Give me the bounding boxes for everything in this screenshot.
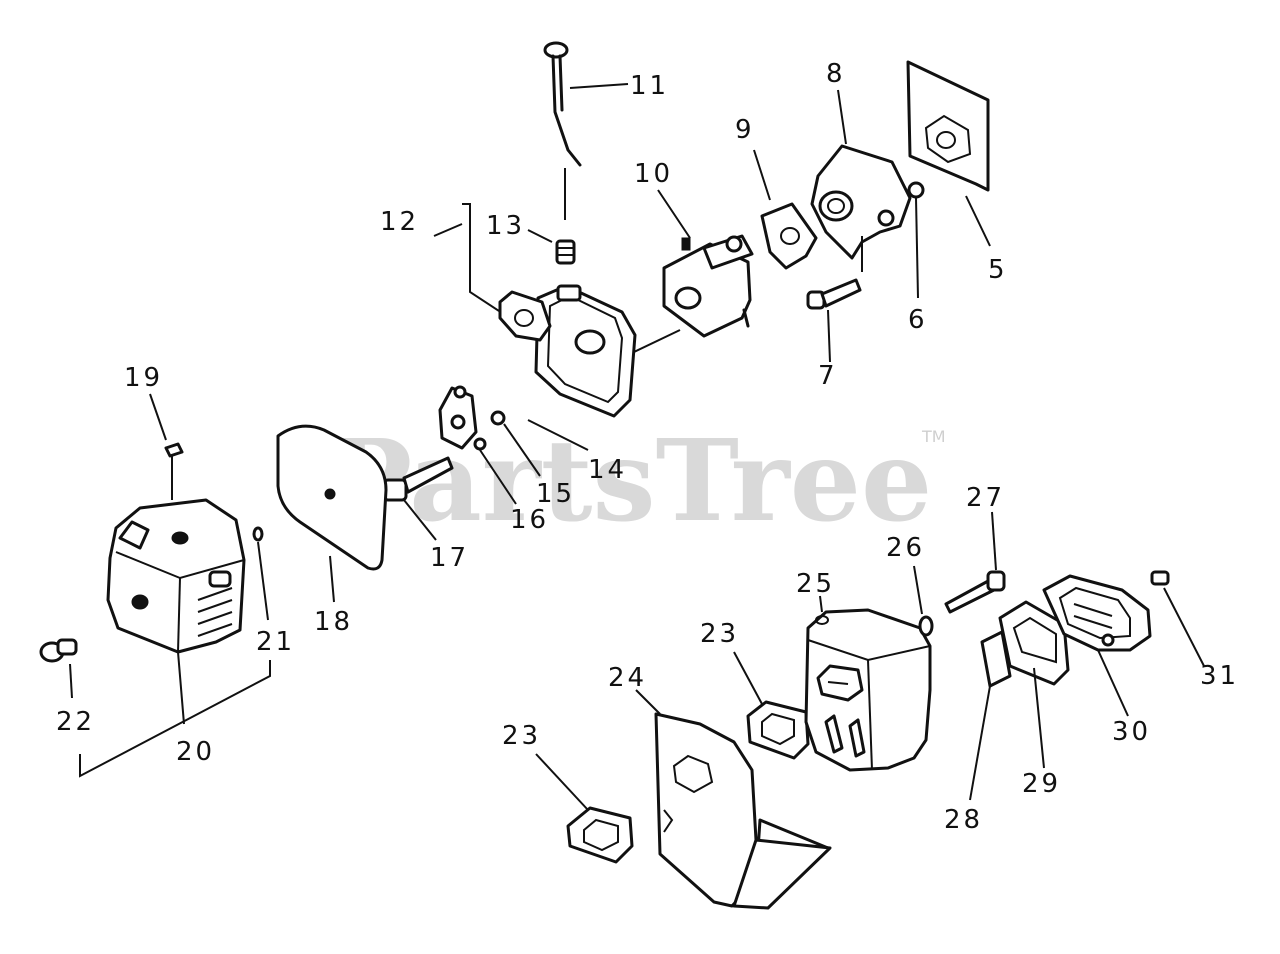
callout-23-lower: 23 <box>502 721 541 751</box>
part-16-baffle <box>438 385 517 505</box>
part-26-washer <box>913 565 934 637</box>
callout-6: 6 <box>908 305 928 335</box>
callout-7: 7 <box>818 361 838 391</box>
part-8-insulator <box>810 89 912 272</box>
callout-8: 8 <box>826 59 846 89</box>
callout-30: 30 <box>1112 717 1151 747</box>
callout-15: 15 <box>536 479 575 509</box>
callout-22: 22 <box>56 707 95 737</box>
part-21-ring <box>252 526 269 621</box>
callout-9: 9 <box>735 115 755 145</box>
callout-28: 28 <box>944 805 983 835</box>
callout-13: 13 <box>486 211 525 241</box>
watermark-trademark: TM <box>921 427 946 446</box>
part-28-plate <box>969 630 1012 801</box>
part-6-washer <box>907 181 925 299</box>
part-29-gasket <box>998 600 1070 769</box>
part-25-muffler <box>804 595 932 772</box>
callout-17: 17 <box>430 543 469 573</box>
part-19-pin <box>149 393 184 500</box>
part-23-gasket-upper <box>733 651 810 760</box>
callout-11: 11 <box>630 71 669 101</box>
callout-29: 29 <box>1022 769 1061 799</box>
callout-21: 21 <box>256 627 295 657</box>
callout-5: 5 <box>988 255 1008 285</box>
callout-14: 14 <box>588 455 627 485</box>
part-23-gasket-lower <box>535 753 634 864</box>
part-15-ring <box>490 410 541 477</box>
part-14-gasket <box>498 290 589 451</box>
part-20-air-cleaner-cover <box>106 498 246 725</box>
callout-25: 25 <box>796 569 835 599</box>
part-27-bolt <box>944 511 1006 614</box>
part-11-choke-rod <box>543 41 629 167</box>
part-31-screw <box>1150 570 1205 667</box>
callout-18: 18 <box>314 607 353 637</box>
callout-20: 20 <box>176 737 215 767</box>
part-13-spring <box>527 229 576 265</box>
part-18-air-filter <box>276 424 388 603</box>
part-7-bolt <box>806 278 862 363</box>
part-5-gasket-plate <box>906 60 991 247</box>
part-24-heat-shield <box>635 689 832 910</box>
part-30-muffler-cover <box>1042 574 1152 717</box>
callout-12: 12 <box>380 207 419 237</box>
part-17-bolt <box>382 456 454 541</box>
part-12-air-cleaner-base <box>433 203 681 418</box>
callout-19: 19 <box>124 363 163 393</box>
part-9-gasket <box>753 149 818 270</box>
callout-27: 27 <box>966 483 1005 513</box>
callout-26: 26 <box>886 533 925 563</box>
callout-16: 16 <box>510 505 549 535</box>
callout-24: 24 <box>608 663 647 693</box>
part-22-knob-screw <box>39 638 271 778</box>
part-10-carburetor <box>657 189 754 338</box>
callout-23-upper: 23 <box>700 619 739 649</box>
callout-10: 10 <box>634 159 673 189</box>
callout-31: 31 <box>1200 661 1239 691</box>
